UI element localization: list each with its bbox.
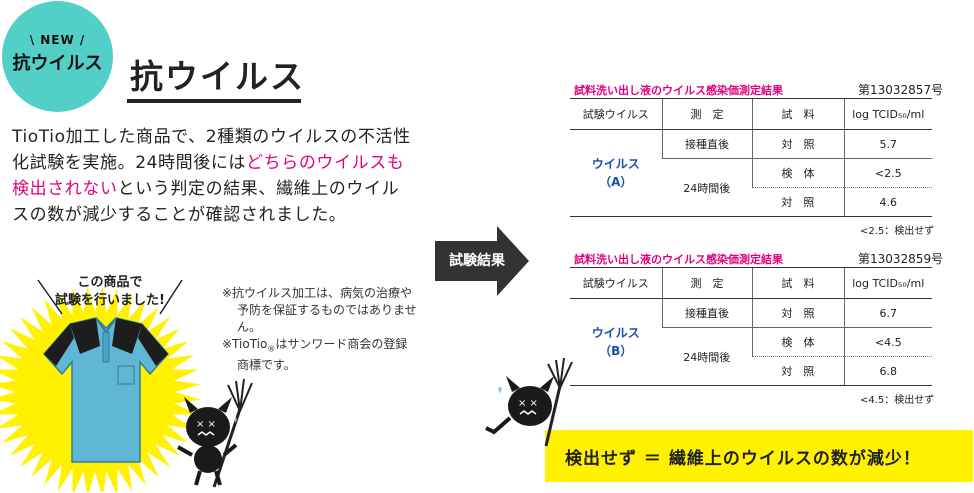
table2-number: 第13032859号 xyxy=(858,252,944,266)
new-badge: \ NEW / 抗ウイルス xyxy=(2,1,113,112)
value-cell: 4.6 xyxy=(843,187,932,217)
table1-header-row: 試験ウイルス 測 定 試 料 log TCID₅₀/ml xyxy=(570,98,932,130)
note2-line1a: ※TioTio xyxy=(222,337,268,351)
table2-header: 試験ウイルス xyxy=(570,267,662,299)
note2-line1b: はサンワード商会の登録 xyxy=(275,337,408,351)
table1-header: 測 定 xyxy=(661,98,752,130)
note2-line1: ※TioTio®はサンワード商会の登録 xyxy=(222,336,432,357)
sample-cell: 対 照 xyxy=(751,129,844,159)
table2-header-row: 試験ウイルス 測 定 試 料 log TCID₅₀/ml xyxy=(570,267,932,299)
table-row: ウイルス （A） 接種直後 対 照 5.7 xyxy=(570,129,932,217)
table2-footnote: <4.5：検出せず xyxy=(860,395,935,406)
description-paragraph: TioTio加工した商品で、2種類のウイルスの不活性化試験を実施。24時間後には… xyxy=(12,124,412,228)
value-cell: 6.8 xyxy=(843,356,932,386)
sample-cell: 対 照 xyxy=(751,298,844,328)
table-row: 対 照 4.6 xyxy=(570,187,932,217)
table1-header: log TCID₅₀/ml xyxy=(843,98,932,130)
badge-new-label: \ NEW / xyxy=(29,33,86,47)
table2-header: 測 定 xyxy=(661,267,752,299)
sample-cell: 対 照 xyxy=(752,187,844,217)
timing-cell: 接種直後 xyxy=(661,298,752,328)
table-row: ウイルス （B） 接種直後 対 照 6.7 xyxy=(570,298,932,386)
svg-text:× ×: × × xyxy=(518,398,538,409)
table-row: 24時間後 検 体 <4.5 xyxy=(570,327,932,386)
table2-virus-cell: ウイルス （B） xyxy=(570,298,662,386)
burst-text-line2: 試験を行いました! xyxy=(55,292,165,308)
value-cell: 6.7 xyxy=(843,298,932,328)
table1-results: 試験ウイルス 測 定 試 料 log TCID₅₀/ml ウイルス （A） 接種直… xyxy=(570,98,932,217)
value-cell: 5.7 xyxy=(843,129,932,159)
starburst-shirt-illustration: この商品で 試験を行いました! xyxy=(0,274,201,492)
description-text-1: TioTio加工した商品で、2種類のウイルスの不活性化試験を実施。24時間後には xyxy=(12,127,411,173)
timing-cell: 接種直後 xyxy=(661,129,752,159)
virus-id: （B） xyxy=(599,344,633,358)
burst-text-line1: この商品で xyxy=(77,274,142,290)
description-highlight: どちらのウイルスも検出されない xyxy=(12,153,405,199)
conclusion-banner xyxy=(545,430,973,482)
note1-line2: 予防を保証するものではありません。 xyxy=(237,303,417,334)
badge-name: 抗ウイルス xyxy=(12,53,103,74)
virus-label: ウイルス xyxy=(591,326,640,340)
virus-devil-icon: × × xyxy=(485,358,573,447)
table1-footnote: <2.5：検出せず xyxy=(860,226,935,237)
timing-cell: 24時間後 xyxy=(662,158,752,217)
svg-text:× ×: × × xyxy=(196,419,216,430)
sample-cell: 検 体 xyxy=(751,327,844,357)
table1-number: 第13032857号 xyxy=(858,83,944,97)
virus-id: （A） xyxy=(599,175,633,189)
registered-mark: ® xyxy=(267,344,276,354)
description-text-2: という判定の結果、繊維上のウイルスの数が減少することが確認されました。 xyxy=(12,179,400,225)
table1-header: 試 料 xyxy=(751,98,844,130)
virus-label: ウイルス xyxy=(591,157,640,171)
table-row: 対 照 6.8 xyxy=(570,356,932,386)
conclusion-text: 検出せず ＝ 繊維上のウイルスの数が減少！ xyxy=(565,449,921,469)
table-row: 24時間後 検 体 <2.5 xyxy=(570,158,932,217)
polo-shirt-icon xyxy=(42,317,170,463)
table2-header: log TCID₅₀/ml xyxy=(843,267,932,299)
table2-title: 試料洗い出し液のウイルス感染価測定結果 xyxy=(574,253,783,266)
virus-devil-icon: × × xyxy=(177,378,253,488)
result-arrow xyxy=(435,226,529,296)
table1-header: 試験ウイルス xyxy=(570,98,662,130)
table2-results: 試験ウイルス 測 定 試 料 log TCID₅₀/ml ウイルス （B） 接種直… xyxy=(570,267,932,386)
note1-line1: ※抗ウイルス加工は、病気の治療や xyxy=(222,286,413,300)
table2-header: 試 料 xyxy=(751,267,844,299)
timing-cell: 24時間後 xyxy=(662,327,752,386)
sample-cell: 対 照 xyxy=(752,356,844,386)
table1-virus-cell: ウイルス （A） xyxy=(570,129,662,217)
value-cell: <4.5 xyxy=(843,327,932,357)
page-title: 抗ウイルス xyxy=(130,57,305,96)
value-cell: <2.5 xyxy=(843,158,932,188)
title-underline xyxy=(127,99,301,103)
result-arrow-label: 試験結果 xyxy=(449,253,505,269)
note2-line2: 商標です。 xyxy=(237,358,296,373)
sample-cell: 検 体 xyxy=(751,158,844,188)
table1-title: 試料洗い出し液のウイルス感染価測定結果 xyxy=(574,84,783,97)
disclaimer-notes: ※抗ウイルス加工は、病気の治療や 予防を保証するものではありません。 ※TioT… xyxy=(222,285,432,374)
